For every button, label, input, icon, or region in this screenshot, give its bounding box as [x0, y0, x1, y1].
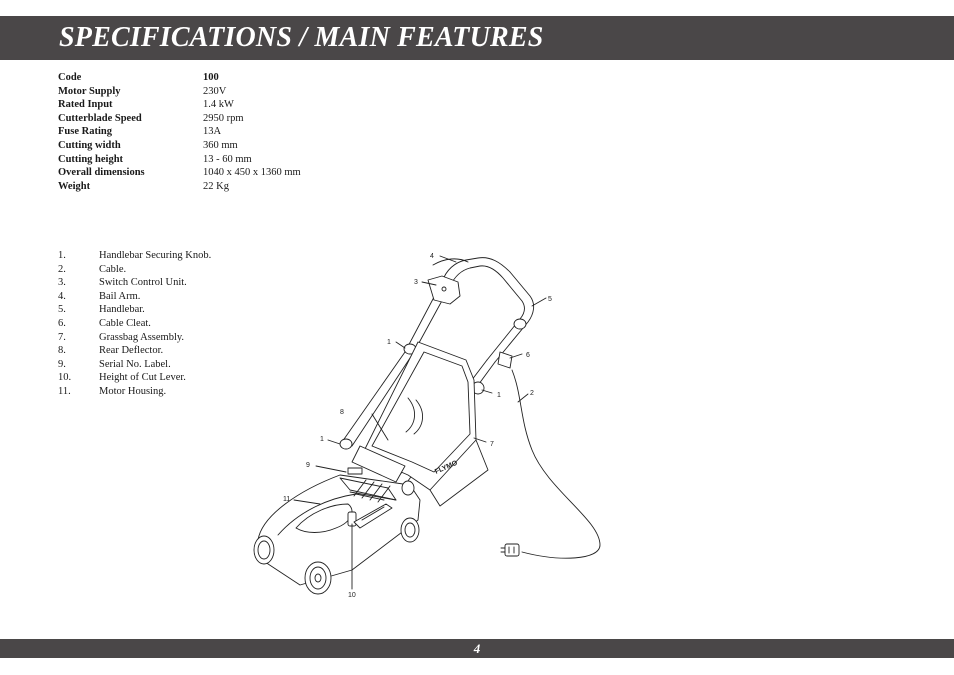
header-bar: SPECIFICATIONS / MAIN FEATURES: [0, 16, 954, 60]
item-text: Serial No. Label.: [99, 358, 171, 370]
item-text: Bail Arm.: [99, 290, 141, 302]
item-number: 11.: [58, 385, 71, 397]
spec-value: 22 Kg: [203, 180, 229, 192]
specifications-table: Code 100 Motor Supply 230V Rated Input 1.4 …: [58, 71, 301, 193]
callout-label: 3: [414, 279, 418, 286]
callout-label: 4: [430, 253, 434, 260]
spec-row: Code 100: [58, 71, 301, 85]
cable-cleat: [497, 351, 513, 369]
features-list: 1. Handlebar Securing Knob. 2. Cable. 3. Sw…: [58, 249, 211, 399]
item-number: 1.: [58, 250, 66, 261]
callout-label: 1: [497, 392, 501, 399]
item-number: 5.: [58, 304, 66, 316]
callout-label: 5: [548, 296, 552, 303]
callout-label: 1: [320, 436, 324, 443]
handlebar-knob: [513, 318, 527, 330]
list-item: 4. Bail Arm.: [58, 290, 211, 304]
item-text: Handlebar.: [99, 304, 145, 316]
callout-label: 6: [526, 352, 530, 359]
callout-label: 2: [530, 390, 534, 397]
item-text: Rear Deflector.: [99, 345, 164, 357]
serial-label: [347, 467, 363, 475]
spec-value: 230V: [203, 85, 227, 97]
spec-value: 360 mm: [203, 139, 238, 151]
motor-housing: [257, 474, 421, 586]
list-item: 6. Cable Cleat.: [58, 317, 211, 331]
spec-value: 2950 rpm: [203, 112, 244, 124]
spec-value: 13 - 60 mm: [203, 153, 252, 165]
item-text: Motor Housing.: [99, 385, 167, 397]
list-item: 9. Serial No. Label.: [58, 358, 211, 372]
list-item: 5. Handlebar.: [58, 303, 211, 317]
spec-value: 1040 x 450 x 1360 mm: [203, 167, 301, 179]
spec-row: Fuse Rating 13A: [58, 125, 301, 139]
spec-label: Motor Supply: [58, 85, 121, 97]
item-number: 8.: [58, 345, 66, 357]
switch-control-unit: [427, 275, 461, 305]
page-title: SPECIFICATIONS / MAIN FEATURES: [59, 22, 544, 53]
callout-label: 10: [348, 592, 356, 599]
item-number: 4.: [58, 290, 66, 302]
item-text: Handlebar Securing Knob.: [99, 250, 212, 261]
item-number: 7.: [58, 331, 66, 343]
item-text: Switch Control Unit.: [99, 277, 187, 289]
list-item: 11. Motor Housing.: [58, 385, 211, 399]
spec-value: 1.4 kW: [203, 99, 234, 111]
handlebar-knob: [339, 438, 353, 450]
callout-label: 1: [387, 339, 391, 346]
item-number: 3.: [58, 277, 66, 289]
spec-value: 100: [203, 72, 219, 83]
rear-wheel: [304, 561, 332, 595]
list-item: 3. Switch Control Unit.: [58, 276, 211, 290]
spec-row: Overall dimensions 1040 x 450 x 1360 mm: [58, 166, 301, 180]
list-item: 8. Rear Deflector.: [58, 344, 211, 358]
handlebar: [404, 257, 535, 363]
rear-deflector: [351, 445, 406, 483]
callout-label: 9: [306, 462, 310, 469]
spec-label: Cutting height: [58, 153, 124, 165]
page-number: 4: [473, 641, 481, 656]
plug-icon: [500, 543, 520, 557]
spec-row: Rated Input 1.4 kW: [58, 98, 301, 112]
item-text: Grassbag Assembly.: [99, 331, 185, 343]
callout-label: 7: [490, 441, 494, 448]
bail-arm: [432, 258, 469, 266]
list-item: 10. Height of Cut Lever.: [58, 371, 211, 385]
callout-label: 8: [340, 409, 344, 416]
spec-row: Weight 22 Kg: [58, 180, 301, 194]
side-wheel: [400, 517, 420, 543]
item-text: Cable Cleat.: [99, 317, 151, 329]
spec-label: Weight: [58, 180, 91, 192]
list-item: 7. Grassbag Assembly.: [58, 331, 211, 345]
spec-row: Cutting height 13 - 60 mm: [58, 153, 301, 167]
spec-label: Rated Input: [58, 99, 113, 111]
item-text: Cable.: [99, 263, 127, 275]
lawnmower-diagram: 4 3 5 1 6 1 2 8 7 1 9 11 10 FLYMO: [253, 253, 601, 599]
cable-line: [511, 369, 601, 559]
callout-label: 11: [283, 496, 290, 503]
item-number: 2.: [58, 263, 66, 275]
front-wheel: [253, 535, 275, 565]
footer-bar: 4: [0, 639, 954, 658]
spec-label: Overall dimensions: [58, 167, 145, 179]
spec-row: Motor Supply 230V: [58, 85, 301, 99]
spec-label: Code: [58, 72, 82, 83]
spec-label: Cutting width: [58, 139, 121, 151]
list-item: 2. Cable.: [58, 263, 211, 277]
item-number: 6.: [58, 317, 66, 329]
item-text: Height of Cut Lever.: [99, 372, 186, 384]
item-number: 10.: [58, 372, 72, 384]
spec-label: Fuse Rating: [58, 126, 112, 138]
spec-label: Cutterblade Speed: [58, 112, 142, 124]
height-of-cut-lever: [347, 503, 393, 529]
spec-row: Cutting width 360 mm: [58, 139, 301, 153]
list-item: 1. Handlebar Securing Knob.: [58, 249, 211, 263]
item-number: 9.: [58, 358, 66, 370]
spec-row: Cutterblade Speed 2950 rpm: [58, 112, 301, 126]
spec-value: 13A: [203, 126, 222, 138]
